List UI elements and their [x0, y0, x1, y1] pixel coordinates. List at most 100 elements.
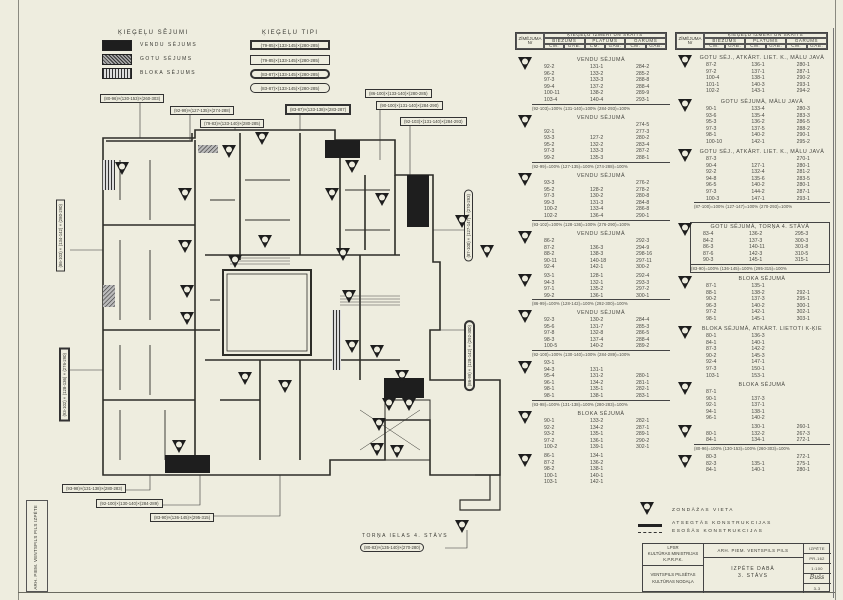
legend-bonds-title: ĶIEĢEĻU SĒJUMI: [118, 30, 189, 36]
cell: 103-4: [544, 96, 558, 103]
cell: 285-2: [636, 70, 650, 77]
cell: 140-11: [749, 244, 765, 251]
table-row: 93-1: [532, 360, 670, 367]
cell: 134-1: [751, 437, 765, 444]
cell: 100-3: [706, 195, 720, 202]
group-title: VENDU SĒJUMĀ: [576, 231, 626, 237]
cell: 132-8: [590, 330, 604, 337]
frame-bottom-border: [18, 592, 835, 593]
cell: 137-3: [751, 395, 765, 402]
cell: 103-1: [706, 372, 720, 379]
table-row: 274-5: [532, 122, 670, 129]
cell: 97-3: [544, 77, 555, 84]
cell: 144-2: [751, 188, 765, 195]
cell: 90-4: [706, 162, 717, 169]
cell: 282-1: [636, 418, 650, 424]
cell: 94-8: [706, 175, 717, 182]
cell: 132-2: [590, 141, 604, 148]
cell: 99-2: [544, 292, 555, 299]
cell: [578, 129, 624, 136]
cell: [785, 340, 830, 347]
group-title: VENDU SĒJUMĀ: [576, 173, 626, 179]
brick-type-3: (83-87)×(133-145)×(280-285): [250, 69, 330, 79]
cell: 138-2: [590, 90, 604, 97]
cell: 90-11: [544, 257, 557, 264]
cell: 127-1: [751, 162, 765, 169]
cell: 282-1: [636, 386, 650, 393]
probe-marker-icon: [678, 55, 692, 68]
header-length: GARUMS: [625, 38, 666, 44]
cell: 136-2: [749, 231, 763, 237]
cell: 87-1: [706, 389, 717, 395]
cell: [785, 359, 830, 366]
group-total: (86-99)=100% (128-142)=100% (292-300)=10…: [532, 299, 670, 307]
legend-vendu-label: VENDU SĒJUMS: [140, 42, 198, 48]
cell: 260-1: [796, 424, 810, 430]
cell: 140-1: [751, 467, 765, 474]
cell: 84-2: [703, 237, 714, 244]
cell: 95-2: [544, 141, 555, 148]
legend-existing-label: ESOŠĀS KONSTRUKCIJAS: [672, 529, 764, 534]
table-row: 87-1: [694, 389, 830, 396]
group-title: GOTU SĒJ., ATKĀRT. LIET. K., MĀLU JAVĀ: [699, 55, 825, 61]
cell: 135-6: [751, 175, 765, 182]
plan-callout: (86-103)×(134-142)×(280-290): [56, 200, 65, 272]
probe-marker-icon: [678, 455, 692, 468]
cell: 270-1: [796, 156, 810, 162]
group-total: (80-96)=100% (130-153)=100% (260-303)=10…: [694, 443, 830, 452]
header-drawing-no: ZĪMĒJUMA Nr: [516, 33, 544, 49]
cell: [578, 180, 624, 187]
cell: 281-2: [796, 169, 810, 176]
cell: 137-2: [590, 83, 604, 90]
cell: 140-1: [751, 339, 765, 346]
existing-line-icon: [638, 532, 662, 533]
brick-type-2: (79-85)×(133-145)×(280-285): [250, 55, 330, 65]
cell: 288-8: [636, 77, 650, 84]
cell: 134-1: [590, 453, 604, 459]
probe-marker-icon: [278, 380, 292, 393]
cell: 137-4: [590, 336, 604, 343]
header-width: PLATUMS: [584, 38, 626, 44]
cell: 297-2: [636, 286, 650, 293]
cell: 96-1: [706, 415, 717, 422]
probe-marker-icon: [678, 326, 692, 339]
cell: 133-4: [590, 206, 604, 213]
probe-marker-icon: [640, 502, 654, 515]
cell: 283-1: [636, 392, 650, 399]
cell: 288-2: [796, 125, 810, 132]
cell: 92-1: [706, 402, 717, 409]
cell: 287-2: [636, 148, 650, 155]
cell: 98-1: [544, 392, 555, 399]
cell: [785, 409, 830, 416]
plan-callout: (86-99)×(128-142)×(292-300): [464, 320, 475, 392]
plan-callout: (92-99)×(127-135)×(274-288): [170, 106, 235, 115]
sheet-title-line: IZPĒTE DABĀ: [731, 566, 775, 572]
cell: 150-1: [751, 365, 765, 372]
cell: 128-1: [590, 273, 604, 279]
cell: 100-10: [706, 138, 723, 145]
legend-types-title: ĶIEĢEĻU TIPI: [262, 30, 319, 36]
